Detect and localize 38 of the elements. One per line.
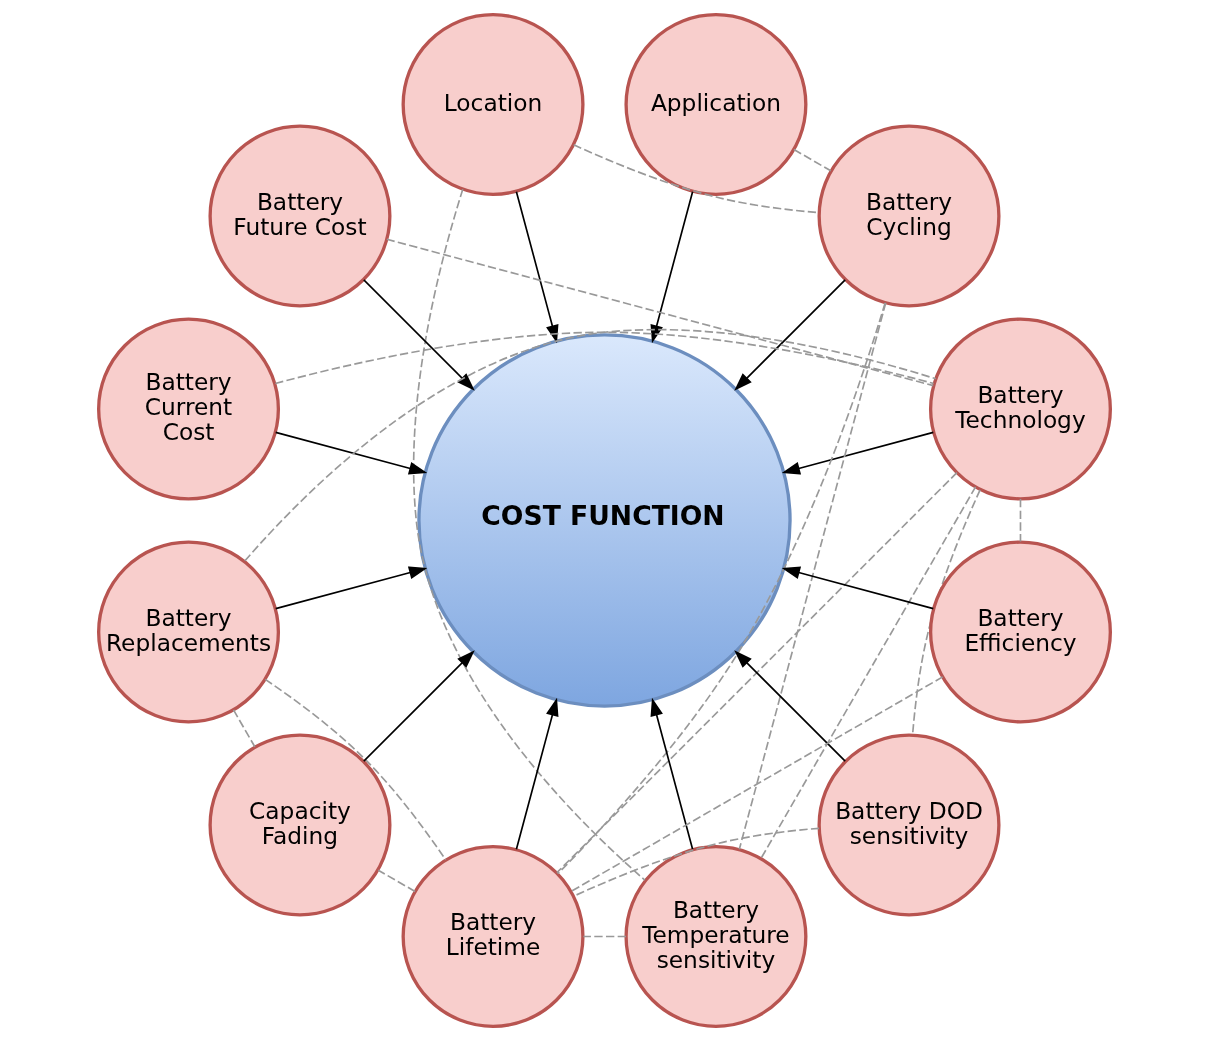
arrow [781,566,934,610]
node-circle: Application [623,13,807,197]
node-circle: COST FUNCTION [416,333,792,708]
node-circle: Battery Replacements [96,540,280,724]
arrow [733,650,846,762]
arrow [650,697,693,851]
connector [759,486,976,860]
connector [232,709,256,748]
node-circle: Battery Current Cost [96,317,280,501]
node-circle: Battery DOD sensitivity [817,733,1001,917]
connector [555,471,958,874]
connector [412,188,646,881]
node-circle: Battery Future Cost [207,124,391,308]
connector [1019,498,1021,543]
connector [556,302,886,875]
connector [273,331,935,385]
connector [376,869,416,893]
arrow [733,279,846,391]
arrow [515,697,558,851]
arrow [274,431,427,475]
arrow [781,431,934,475]
connector [243,328,937,562]
arrow [362,650,475,762]
node-circle: Battery Cycling [817,124,1001,308]
node-circle: Battery Efficiency [928,540,1112,724]
node-circle: Battery Temperature sensitivity [623,844,807,1028]
arrow [362,279,475,391]
connector [582,935,627,938]
node-circle: Capacity Fading [207,733,391,917]
connector [263,678,446,861]
connector [385,238,934,387]
node-circle: Battery Lifetime [401,844,585,1028]
node-circle: Location [401,13,585,197]
connector [738,302,887,851]
connector [792,148,832,172]
arrow [274,566,427,610]
connector [569,676,943,893]
node-circle: Battery Technology [928,317,1112,501]
